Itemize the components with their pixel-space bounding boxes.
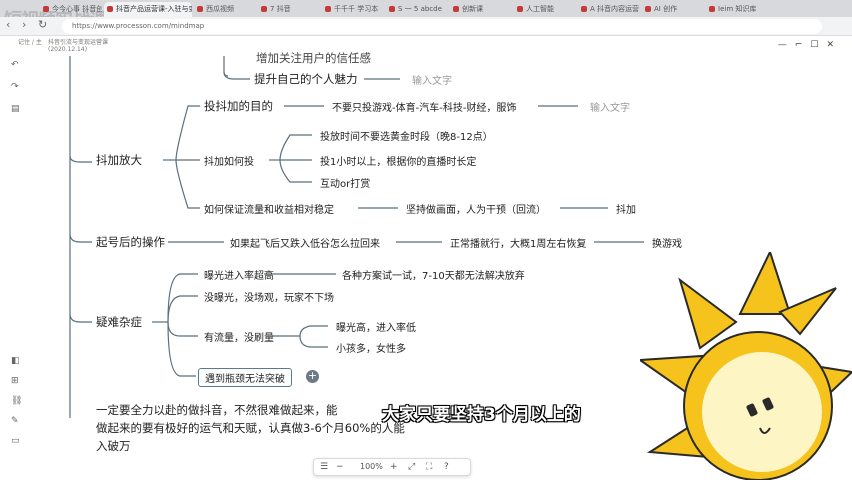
browser-tab[interactable]: S 一 5 abcde bbox=[386, 2, 448, 17]
connector-lines bbox=[69, 56, 644, 418]
node-boost-how-item[interactable]: 投放时间不要选黄金时段（晚8-12点） bbox=[320, 132, 493, 143]
style-icon[interactable]: ◧ bbox=[11, 356, 20, 366]
browser-tab[interactable]: 今今心事 抖音创作 bbox=[40, 2, 102, 17]
mindmap-canvas[interactable]: 增加关注用户的信任感 提升自己的个人魅力 输入文字 抖加放大 投抖加的目的 不要… bbox=[28, 51, 852, 480]
node-boost-stable-detail[interactable]: 坚持做画面，人为干预（回流） bbox=[406, 205, 546, 216]
zoom-out-icon[interactable]: − bbox=[336, 462, 344, 472]
node-issue-3-item[interactable]: 小孩多，女性多 bbox=[336, 344, 406, 355]
node-boost-how-item[interactable]: 互动or打赏 bbox=[320, 179, 371, 190]
browser-tab[interactable]: Ieim 知识库 bbox=[706, 2, 768, 17]
node-after-launch-child[interactable]: 正常播就行，大概1周左右恢复 bbox=[450, 239, 587, 250]
zoom-in-icon[interactable]: + bbox=[390, 462, 398, 472]
breadcrumb-home[interactable]: 记住 / 主 bbox=[18, 39, 42, 46]
minimize-icon[interactable]: — bbox=[777, 40, 795, 50]
node-branch-after-launch[interactable]: 起号后的操作 bbox=[96, 235, 165, 249]
browser-tab[interactable]: 创新课 bbox=[450, 2, 512, 17]
node-issue-3[interactable]: 有流量，没刷量 bbox=[204, 333, 274, 344]
node-issue-3-item[interactable]: 曝光高，进入率低 bbox=[336, 323, 416, 334]
branch3-connector bbox=[69, 313, 92, 323]
node-boost-purpose[interactable]: 投抖加的目的 bbox=[204, 99, 273, 113]
sun-mascot-icon bbox=[640, 252, 852, 480]
frame-icon[interactable]: ⌐ bbox=[794, 40, 811, 50]
node-issue-1[interactable]: 曝光进入率超高 bbox=[204, 271, 274, 282]
video-subtitle: 大家只要坚持3个月以上的 bbox=[382, 405, 581, 425]
node-issue-2[interactable]: 没曝光，没场观，玩家不下场 bbox=[204, 293, 334, 304]
browser-tab[interactable]: 千千千 学习本 bbox=[322, 2, 384, 17]
link-icon[interactable]: ⛓ bbox=[11, 396, 23, 406]
address-bar-row: ‹ › ↻ https://www.processon.com/mindmap bbox=[0, 17, 852, 36]
fit-icon[interactable]: ⤢ bbox=[408, 462, 416, 472]
branch1-connector bbox=[69, 155, 92, 163]
document-subtitle-text: (2020.12.14) bbox=[48, 46, 88, 53]
node-top-fragment[interactable]: 增加关注用户的信任感 bbox=[256, 51, 371, 65]
node-issue-1-detail[interactable]: 各种方案试一试，7-10天都无法解决放弃 bbox=[342, 271, 525, 282]
watermark-text: 短视频实战课程 bbox=[4, 6, 124, 17]
node-placeholder[interactable]: 输入文字 bbox=[412, 76, 452, 87]
node-summary-line[interactable]: 入破万 bbox=[96, 439, 131, 453]
node-branch-boost[interactable]: 抖加放大 bbox=[96, 153, 142, 167]
reload-icon[interactable]: ↻ bbox=[38, 18, 48, 31]
branch2-connector bbox=[69, 233, 92, 243]
help-icon[interactable]: ? bbox=[444, 462, 449, 472]
fullscreen-icon[interactable]: ⛶ bbox=[426, 462, 433, 472]
browser-tab[interactable]: 人工智能 bbox=[514, 2, 576, 17]
add-node-icon[interactable]: + bbox=[306, 369, 319, 383]
browser-tab-active[interactable]: 抖音产品运营课-入驻与变现的(1) bbox=[104, 2, 192, 17]
node-placeholder[interactable]: 输入文字 bbox=[590, 103, 630, 114]
node-top-child[interactable]: 提升自己的个人魅力 bbox=[254, 72, 358, 86]
breadcrumb[interactable]: 记住 / 主 bbox=[18, 39, 42, 46]
browser-tab-bar: 短视频实战课程 今今心事 抖音创作 抖音产品运营课-入驻与变现的(1) 西瓜视频… bbox=[0, 0, 852, 17]
node-boost-stable[interactable]: 如何保证流量和收益相对稳定 bbox=[204, 205, 334, 216]
left-toolbar: ↶ ↷ ▤ ◧ ⊞ ⛓ ✎ ▭ bbox=[0, 56, 28, 480]
back-icon[interactable]: ‹ bbox=[6, 18, 11, 31]
node-issue-4-selected[interactable]: 遇到瓶颈无法突破 bbox=[198, 368, 292, 387]
browser-tab[interactable]: A 抖音内容运营 bbox=[578, 2, 640, 17]
format-icon[interactable]: ▤ bbox=[11, 104, 20, 114]
note-icon[interactable]: ▭ bbox=[11, 436, 20, 446]
app-header: 记住 / 主 抖音引流与变现运营课 (2020.12.14) —⌐☐✕ bbox=[0, 36, 852, 56]
document-title: 抖音引流与变现运营课 (2020.12.14) bbox=[48, 39, 108, 53]
browser-tab[interactable]: 西瓜视频 bbox=[194, 2, 256, 17]
outline-icon[interactable]: ☰ bbox=[320, 462, 329, 472]
browser-tab[interactable]: 7 抖音 bbox=[258, 2, 320, 17]
zoom-level[interactable]: 100% bbox=[360, 462, 383, 471]
node-boost-purpose-detail[interactable]: 不要只投游戏-体育-汽车-科技-财经，服饰 bbox=[332, 103, 517, 114]
node-after-launch-child[interactable]: 如果起飞后又跌入低谷怎么拉回来 bbox=[230, 239, 380, 250]
document-title-text: 抖音引流与变现运营课 bbox=[48, 39, 109, 46]
forward-icon[interactable]: › bbox=[22, 18, 27, 31]
browser-tab[interactable]: AI 创作 bbox=[642, 2, 704, 17]
layout-icon[interactable]: ⊞ bbox=[11, 376, 19, 386]
comment-icon[interactable]: ✎ bbox=[11, 416, 19, 426]
node-boost-stable-detail2[interactable]: 抖加 bbox=[616, 205, 636, 216]
node-boost-how[interactable]: 抖加如何投 bbox=[204, 157, 254, 168]
node-summary-line[interactable]: 做起来的要有极好的运气和天赋，认真做3-6个月60%的人能 bbox=[96, 421, 405, 435]
node-branch-issues[interactable]: 疑难杂症 bbox=[96, 315, 142, 329]
node-summary-line[interactable]: 一定要全力以赴的做抖音，不然很难做起来，能 bbox=[96, 403, 338, 417]
undo-icon[interactable]: ↶ bbox=[11, 60, 19, 70]
url-input[interactable]: https://www.processon.com/mindmap bbox=[62, 19, 822, 34]
close-icon[interactable]: ✕ bbox=[826, 40, 842, 50]
bottom-toolbar: ☰ − 100% + ⤢ ⛶ ? bbox=[313, 458, 471, 476]
window-icon[interactable]: ☐ bbox=[810, 40, 827, 50]
redo-icon[interactable]: ↷ bbox=[11, 82, 19, 92]
header-actions: —⌐☐✕ bbox=[778, 40, 842, 50]
node-after-launch-child[interactable]: 换游戏 bbox=[652, 239, 682, 250]
node-boost-how-item[interactable]: 投1小时以上，根据你的直播时长定 bbox=[320, 157, 477, 168]
